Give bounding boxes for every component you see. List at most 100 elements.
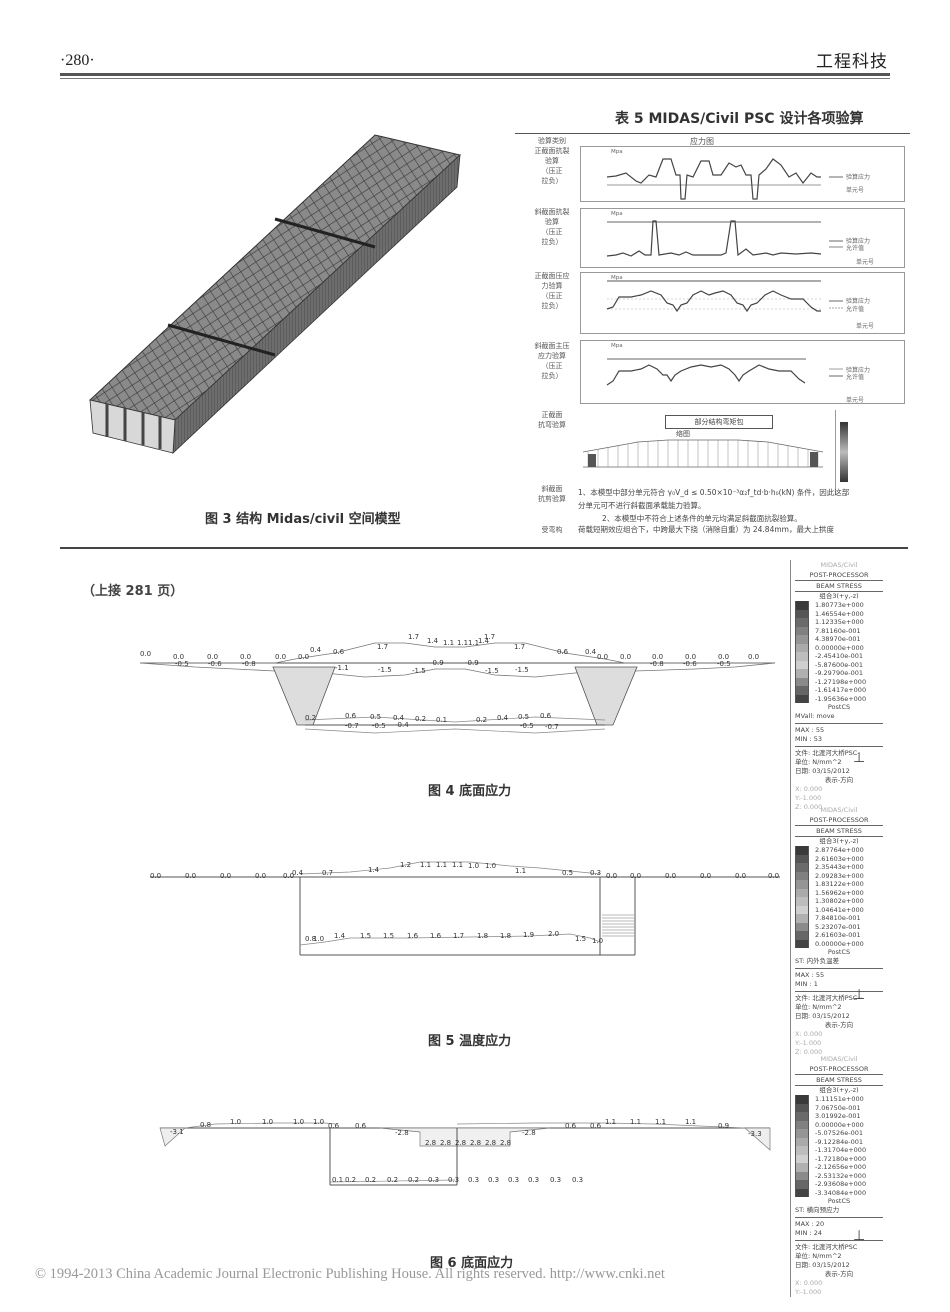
- stress-value: 0.0: [685, 653, 697, 661]
- stress-value: 0.6: [333, 648, 345, 656]
- stress-value: 0.3: [488, 1176, 500, 1184]
- stress-value: 1.7: [484, 633, 496, 641]
- stress-value: -2.8: [522, 1129, 536, 1137]
- stress-value: 1.7: [514, 643, 526, 651]
- stress-value: 1.0: [468, 862, 480, 870]
- axis-triad-icon: ⊥: [853, 987, 866, 1003]
- stress-value: 0.4: [310, 646, 322, 654]
- stress-value: 0.0: [620, 653, 632, 661]
- stress-value: 1.0: [485, 862, 497, 870]
- stress-value: 0.5: [518, 713, 530, 721]
- stress-value: 0.0: [298, 653, 310, 661]
- stress-value: 1.0: [313, 935, 325, 943]
- stress-value: 0.1: [332, 1176, 344, 1184]
- stress-value: 0.0: [240, 653, 252, 661]
- stress-value: 0.6: [355, 1122, 367, 1130]
- stress-value: -0.5: [520, 722, 534, 730]
- stress-value: 0.6: [590, 1122, 602, 1130]
- stress-value: 0.0: [652, 653, 664, 661]
- stress-value: -0.5: [717, 660, 731, 668]
- stress-value: 0.6: [540, 712, 552, 720]
- figure3-caption: 图 3 结构 Midas/civil 空间模型: [205, 512, 401, 527]
- table5-chart-principal-compressive: Mpa 验算应力 允许值 单元号: [580, 340, 905, 404]
- stress-value: 1.0: [262, 1118, 274, 1126]
- stress-value: -0.7: [545, 723, 559, 731]
- stress-value: 0.0: [150, 872, 162, 880]
- header-rule-thin: [60, 78, 890, 79]
- stress-value: -1.5: [485, 667, 499, 675]
- stress-value: 1.1: [468, 639, 480, 647]
- stress-value: 1.9: [523, 931, 535, 939]
- stress-value: 1.1: [420, 861, 432, 869]
- stress-value: 1.6: [407, 932, 419, 940]
- stress-value: 0.6: [328, 1122, 340, 1130]
- stress-value: 0.0: [185, 872, 197, 880]
- stress-value: 0.0: [606, 872, 618, 880]
- stress-value: -0.5: [175, 660, 189, 668]
- stress-value: 2.8: [425, 1139, 437, 1147]
- table5-row5-label: 正截面 抗弯验算: [538, 411, 566, 429]
- stress-value: 0.0: [220, 872, 232, 880]
- stress-value: 2.0: [548, 930, 560, 938]
- stress-value: 2.8: [470, 1139, 482, 1147]
- stress-value: 1.0: [313, 1118, 325, 1126]
- table5-col-head-left: 验算类别: [538, 137, 566, 145]
- table5-row7-label: 受弯构: [541, 526, 563, 534]
- envelope-title-box: 部分结构弯矩包: [665, 415, 773, 429]
- envelope-legend: [835, 410, 875, 495]
- stress-value: -3.3: [748, 1130, 762, 1138]
- stress-value: -0.8: [242, 660, 256, 668]
- stress-value: 0.0: [665, 872, 677, 880]
- stress-value: 0.6: [557, 648, 569, 656]
- envelope-color-scale: [840, 422, 848, 482]
- stress-value: 1.0: [293, 1118, 305, 1126]
- stress-value: 0.5: [370, 713, 382, 721]
- stress-value: 2.8: [455, 1139, 467, 1147]
- copyright-footer: © 1994-2013 China Academic Journal Elect…: [35, 1266, 665, 1282]
- stress-value: 0.3: [572, 1176, 584, 1184]
- stress-value: 0.0: [207, 653, 219, 661]
- stress-value: 0.2: [476, 716, 488, 724]
- figure5-stress-diagram: [150, 861, 780, 956]
- stress-value: 1.7: [453, 932, 465, 940]
- stress-value: 0.1: [436, 716, 448, 724]
- stress-value: 1.1: [515, 867, 527, 875]
- stress-value: 0.4: [585, 648, 597, 656]
- stress-value: 1.6: [430, 932, 442, 940]
- stress-value: 0.0: [275, 653, 287, 661]
- stress-value: 0.0: [597, 653, 609, 661]
- stress-value: 0.3: [428, 1176, 440, 1184]
- stress-value: 0.0: [140, 650, 152, 658]
- continued-from-note: （上接 281 页）: [82, 584, 184, 599]
- stress-value: 0.0: [630, 872, 642, 880]
- stress-value: 0.3: [448, 1176, 460, 1184]
- table5-chart-crack-oblique: Mpa 验算应力 允许值 单元号: [580, 208, 905, 268]
- stress-value: 0.4: [292, 869, 304, 877]
- stress-value: 1.2: [400, 861, 412, 869]
- table5-row6-label: 斜截面 抗剪验算: [538, 485, 566, 503]
- stress-value: 0.4: [497, 714, 509, 722]
- stress-value: -0.4: [395, 721, 409, 729]
- stress-value: 1.0: [230, 1118, 242, 1126]
- bridge-model-icon: [88, 134, 462, 454]
- stress-value: 1.4: [334, 932, 346, 940]
- stress-value: -0.9: [430, 659, 444, 667]
- stress-value: -0.6: [208, 660, 222, 668]
- stress-value: 0.3: [468, 1176, 480, 1184]
- table5-top-rule: [515, 133, 910, 134]
- stress-value: -1.5: [412, 667, 426, 675]
- stress-value: 1.1: [655, 1118, 667, 1126]
- shear-check-text: 1、本模型中部分单元符合 γ₀V_d ≤ 0.50×10⁻³α₂f_td·b·h…: [578, 488, 850, 523]
- stress-line-chart: [606, 280, 843, 313]
- stress-value: 0.0: [283, 872, 295, 880]
- page-number: ·280·: [60, 52, 95, 69]
- figure4-legend: MIDAS/Civil POST-PROCESSOR BEAM STRESS 组…: [790, 560, 883, 812]
- figure6-stress-diagram: [159, 1122, 771, 1186]
- stress-value: 1.1: [630, 1118, 642, 1126]
- stress-value: 0.2: [415, 715, 427, 723]
- stress-value: 2.8: [500, 1139, 512, 1147]
- figure4-caption: 图 4 底面应力: [428, 784, 512, 799]
- stress-value: 0.0: [718, 653, 730, 661]
- stress-value: 0.8: [305, 935, 317, 943]
- table5-chart-crack-normal: Mpa 验算应力 单元号: [580, 146, 905, 202]
